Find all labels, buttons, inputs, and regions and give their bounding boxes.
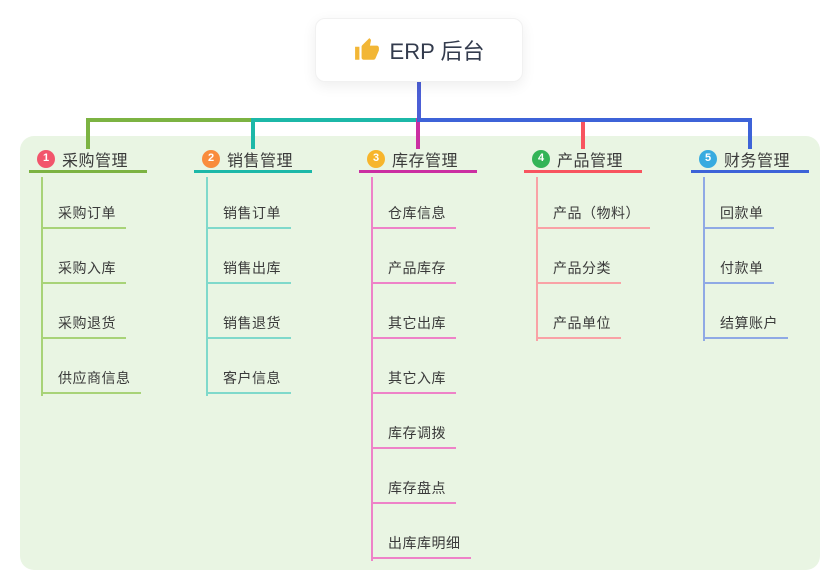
- branch-title-sales: 2 销售管理: [194, 147, 312, 173]
- branch-title-label-finance: 财务管理: [724, 152, 791, 170]
- node-purchase-1: 采购入库: [41, 259, 126, 284]
- connector-drop-product: [581, 118, 585, 149]
- branch-spine-product: [536, 177, 538, 341]
- connector-drop-inventory: [416, 118, 420, 149]
- node-inventory-0: 仓库信息: [371, 204, 456, 229]
- node-product-0: 产品（物料）: [536, 204, 650, 229]
- node-purchase-0: 采购订单: [41, 204, 126, 229]
- thumbs-up-icon: [354, 37, 380, 63]
- connector-horizontal-sales: [251, 118, 421, 122]
- branch-spine-finance: [703, 177, 705, 341]
- root-node: ERP 后台: [315, 18, 523, 82]
- node-product-2: 产品单位: [536, 314, 621, 339]
- branch-title-label-purchase: 采购管理: [62, 152, 129, 170]
- node-purchase-3: 供应商信息: [41, 369, 141, 394]
- diagram-panel: [20, 136, 820, 570]
- branch-title-label-sales: 销售管理: [227, 152, 294, 170]
- node-inventory-4: 库存调拨: [371, 424, 456, 449]
- branch-spine-sales: [206, 177, 208, 396]
- branch-title-finance: 5 财务管理: [691, 147, 809, 173]
- node-inventory-5: 库存盘点: [371, 479, 456, 504]
- branch-title-purchase: 1 采购管理: [29, 147, 147, 173]
- node-inventory-3: 其它入库: [371, 369, 456, 394]
- branch-title-inventory: 3 库存管理: [359, 147, 477, 173]
- branch-spine-purchase: [41, 177, 43, 396]
- node-sales-3: 客户信息: [206, 369, 291, 394]
- connector-drop-sales: [251, 118, 255, 149]
- branch-title-label-product: 产品管理: [557, 152, 624, 170]
- node-product-1: 产品分类: [536, 259, 621, 284]
- node-inventory-6: 出库库明细: [371, 534, 471, 559]
- branch-badge-product: 4: [532, 149, 550, 168]
- node-sales-2: 销售退货: [206, 314, 291, 339]
- branch-title-product: 4 产品管理: [524, 147, 642, 173]
- node-finance-2: 结算账户: [703, 314, 788, 339]
- branch-spine-inventory: [371, 177, 373, 561]
- node-sales-0: 销售订单: [206, 204, 291, 229]
- branch-title-label-inventory: 库存管理: [392, 152, 459, 170]
- connector-drop-purchase: [86, 118, 90, 149]
- branch-badge-inventory: 3: [367, 149, 385, 168]
- node-inventory-2: 其它出库: [371, 314, 456, 339]
- connector-horizontal-finance: [417, 118, 752, 122]
- node-finance-1: 付款单: [703, 259, 774, 284]
- node-purchase-2: 采购退货: [41, 314, 126, 339]
- node-inventory-1: 产品库存: [371, 259, 456, 284]
- root-title: ERP 后台: [389, 39, 485, 64]
- branch-badge-purchase: 1: [37, 149, 55, 168]
- node-finance-0: 回款单: [703, 204, 774, 229]
- root-stem-connector: [417, 81, 421, 122]
- branch-badge-finance: 5: [699, 149, 717, 168]
- connector-drop-finance: [748, 118, 752, 149]
- node-sales-1: 销售出库: [206, 259, 291, 284]
- branch-badge-sales: 2: [202, 149, 220, 168]
